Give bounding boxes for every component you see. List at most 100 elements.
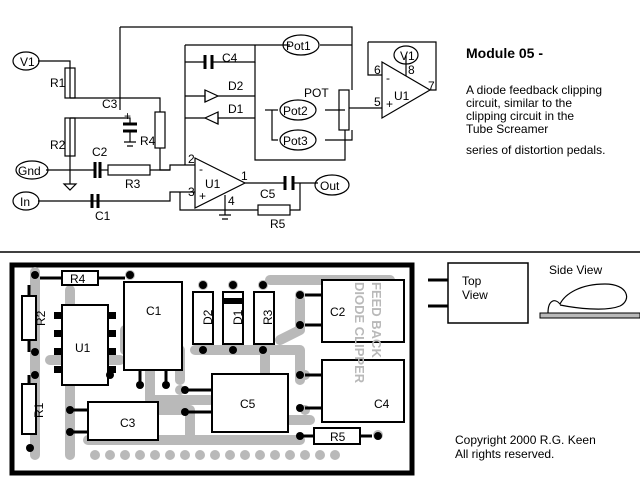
r3-symbol (107, 164, 151, 176)
label-in: In (20, 195, 30, 209)
label-pot3: Pot3 (283, 134, 308, 148)
sign-plus-second: + (386, 97, 393, 111)
pcb-c1 (123, 281, 183, 371)
d2-symbol (204, 89, 220, 103)
pcb-label-c4: C4 (374, 397, 390, 411)
c5-symbol (283, 176, 295, 190)
pin-7: 7 (428, 79, 435, 93)
label-c1: C1 (95, 209, 111, 223)
pin-6: 6 (374, 63, 381, 77)
r1-symbol (64, 67, 76, 99)
sign-c3-plus: + (124, 109, 131, 123)
terminal-pot2 (279, 99, 317, 121)
pcb-d1 (222, 291, 244, 345)
terminal-gnd (15, 160, 49, 180)
r5-symbol (257, 204, 291, 216)
r2-symbol (64, 117, 76, 157)
terminal-in (12, 191, 40, 211)
top-view-label-1: Top (462, 274, 482, 288)
sign-plus: + (199, 189, 206, 203)
c4-symbol (203, 55, 214, 69)
pin-1: 1 (241, 169, 248, 183)
view-legend: Top View Side View (428, 262, 640, 324)
c3-symbol (123, 122, 137, 133)
pin-3: 3 (188, 185, 195, 199)
module-description: Module 05 - A diode feedback clipping ci… (466, 45, 605, 157)
pin-5: 5 (374, 95, 381, 109)
label-pot1: Pot1 (286, 39, 311, 53)
side-view-board (539, 312, 640, 319)
pin-2: 2 (188, 152, 195, 166)
copyright-block: Copyright 2000 R.G. Keen All rights rese… (455, 433, 596, 461)
pcb-c5 (211, 373, 289, 433)
terminal-pot1 (282, 34, 320, 56)
top-view-box (447, 262, 529, 324)
pcb-label-r3: R3 (261, 309, 275, 325)
pcb-label-r4: R4 (70, 272, 86, 286)
pcb-label-u1: U1 (75, 341, 91, 355)
d1-symbol (203, 111, 219, 125)
pcb-label-c1: C1 (146, 304, 162, 318)
terminal-v1-ic (393, 45, 419, 65)
label-u1-second: U1 (394, 89, 410, 103)
r4-symbol (154, 111, 166, 149)
label-pot2: Pot2 (283, 104, 308, 118)
pot-symbol (338, 89, 350, 131)
board-text-line-1: FEED BACK (369, 282, 384, 358)
label-c4: C4 (222, 51, 238, 65)
description-line-4: Tube Screamer (466, 122, 548, 136)
terminal-out (314, 174, 350, 196)
label-r2: R2 (50, 138, 66, 152)
description-line-2: circuit, similar to the (466, 96, 572, 110)
pcb-label-d1: D1 (231, 309, 245, 325)
board-text-line-2: DIODE CLIPPER (352, 282, 367, 384)
terminal-v1 (12, 51, 40, 71)
label-d2: D2 (228, 79, 244, 93)
terminal-pot3 (279, 129, 317, 151)
pcb-c2 (321, 279, 405, 343)
pcb-label-d2: D2 (201, 309, 215, 325)
pcb-label-c2: C2 (330, 305, 346, 319)
label-gnd: Gnd (18, 164, 41, 178)
c2-symbol (93, 162, 102, 178)
side-view-component (547, 283, 628, 314)
top-view-label-2: View (462, 288, 488, 302)
pcb-label-r2: R2 (34, 310, 48, 326)
label-r4: R4 (140, 134, 156, 148)
label-v1: V1 (20, 55, 35, 69)
sign-minus-second: - (386, 71, 390, 85)
pin-4: 4 (228, 194, 235, 208)
label-d1: D1 (228, 102, 244, 116)
u1-opamp-symbol (194, 157, 247, 209)
label-c2: C2 (92, 145, 108, 159)
c1-symbol (90, 194, 100, 208)
pcb-label-r5: R5 (330, 430, 346, 444)
pcb-c3 (87, 401, 159, 441)
pcb-c4 (321, 359, 405, 423)
label-r3: R3 (125, 177, 141, 191)
pcb-d2 (192, 291, 214, 345)
side-view-label: Side View (549, 263, 602, 277)
label-u1: U1 (205, 177, 221, 191)
pcb-layout: R4 R2 R1 U1 C1 D2 D1 R3 C2 (9, 262, 415, 476)
pcb-label-c5: C5 (240, 397, 256, 411)
module-title: Module 05 - (466, 45, 543, 61)
label-r1: R1 (50, 76, 66, 90)
pcb-r3 (253, 291, 275, 345)
pin-8: 8 (408, 63, 415, 77)
label-r5: R5 (270, 217, 286, 231)
label-c5: C5 (260, 187, 276, 201)
schematic: V1 Gnd In Out Pot1 Pot2 Pot3 V1 R1 R2 R3… (12, 26, 437, 231)
copyright-line-2: All rights reserved. (455, 447, 554, 461)
copyright-line-1: Copyright 2000 R.G. Keen (455, 433, 596, 447)
label-c3: C3 (102, 97, 118, 111)
description-line-3: clipping circuit in the (466, 109, 574, 123)
pcb-label-r1: R1 (32, 402, 46, 418)
pcb-u1 (61, 304, 109, 386)
label-v1-ic: V1 (400, 49, 415, 63)
label-pot: POT (304, 86, 329, 100)
pcb-label-c3: C3 (120, 416, 136, 430)
description-line-1: A diode feedback clipping (466, 83, 602, 97)
label-out: Out (320, 179, 340, 193)
